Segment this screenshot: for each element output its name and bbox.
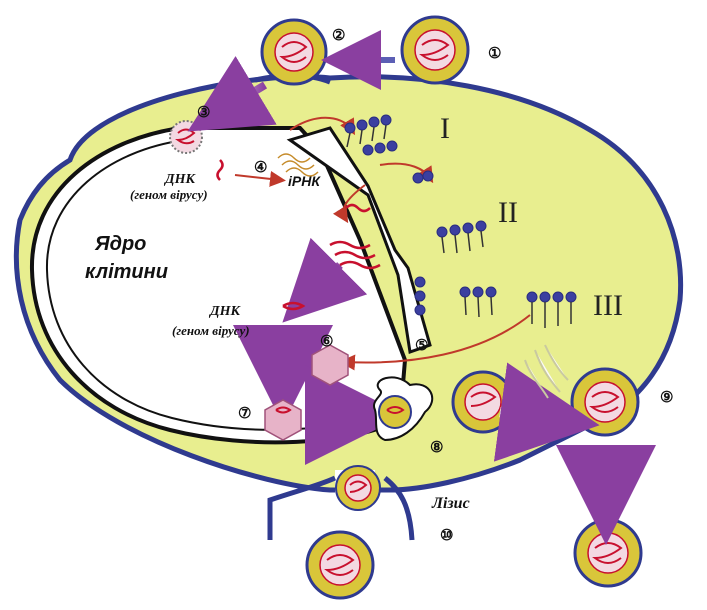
viral-dna-strands [216,159,381,311]
label-lysis: Лізис [431,495,470,512]
virus-budding [451,370,515,434]
budding-vesicles [524,344,569,399]
arrow-to-dna [282,237,368,323]
stage-7: ⑦ [238,405,251,422]
capsid-stage-7 [264,399,302,441]
virus-lysis-gap [335,465,381,511]
stage-1: ① [488,45,501,62]
virus-stage-2 [260,18,328,86]
capsid-stage-6 [311,344,349,386]
stage-8: ⑧ [430,439,443,456]
stage-3: ③ [197,104,210,121]
virus-released-bottom [305,530,375,600]
stage-9: ⑨ [660,389,673,406]
polysomes-phase-1 [344,114,434,184]
stage-2: ② [332,27,345,44]
virus-stage-9 [570,367,640,437]
virus-stage-1 [400,15,470,85]
dna-stage-7 [275,406,292,414]
phase-III: III [593,289,623,322]
label-nucleus-line2: клітини [85,261,168,283]
polysomes-phase-2 [414,220,497,316]
label-nucleus-line1: Ядро [94,233,146,255]
irna-strands [277,153,319,177]
label-irna: іРНК [288,173,321,189]
label-dna-2-line2: (геном вірусу) [172,323,250,338]
phase-II: II [498,196,518,229]
lysis-membrane-right [383,476,415,541]
arrow-loop-left [332,184,366,224]
stage-6: ⑥ [320,333,333,350]
protein-chains [346,124,572,328]
arrow-8-to-9 [493,362,600,462]
label-dna-2-line1: ДНК [208,304,241,319]
stage-5: ⑤ [415,337,428,354]
lysis-membrane-left [267,475,337,540]
virus-released-right [573,518,643,588]
arrow-4-to-mrna [234,170,286,187]
label-dna-1-line2: (геном вірусу) [130,187,208,202]
label-dna-1-line1: ДНК [163,172,196,187]
phase-I: I [440,112,450,145]
arrow-2-to-3 [187,56,277,132]
assembly-dna [386,406,405,414]
stage-4: ④ [254,159,267,176]
virus-stage-3 [169,120,203,154]
arrow-phase3-to-6 [339,314,531,371]
stage-10: ⑩ [440,527,453,544]
